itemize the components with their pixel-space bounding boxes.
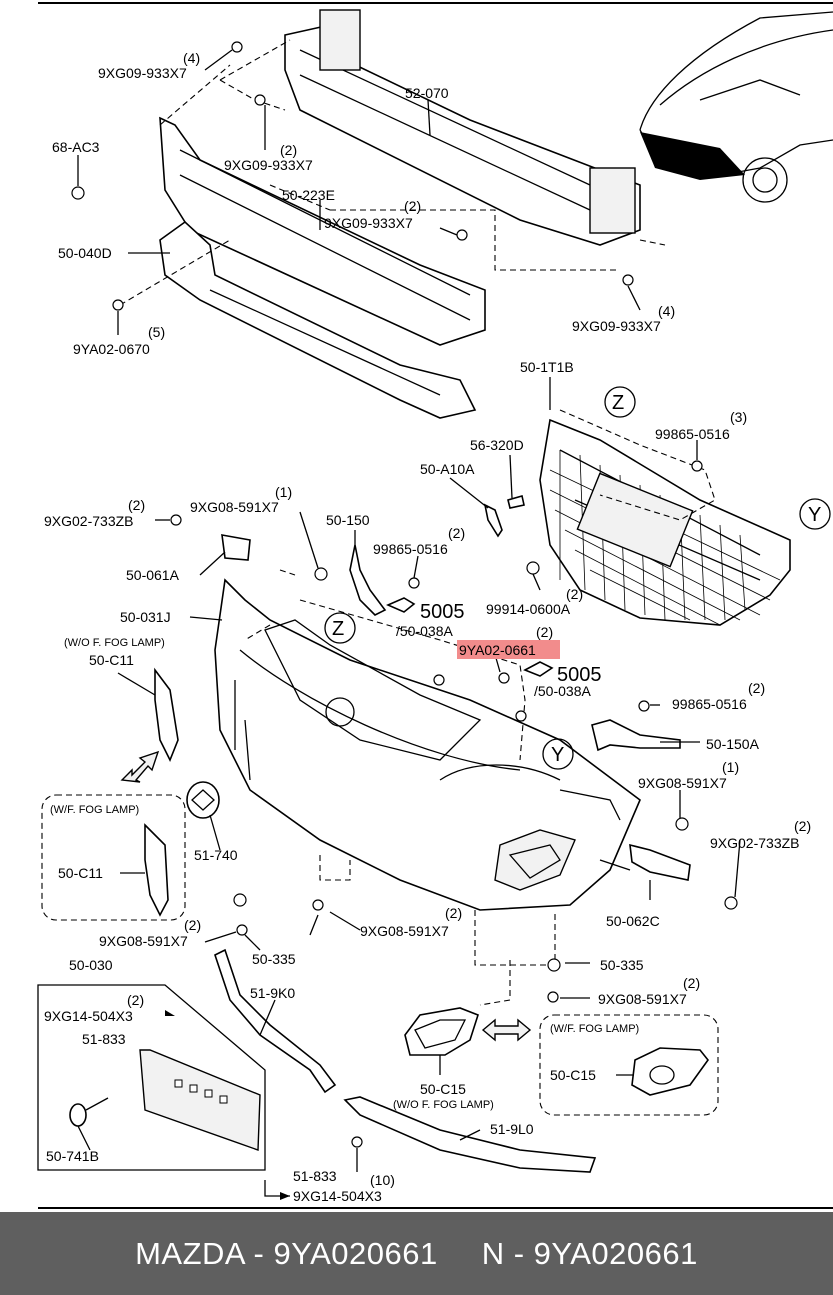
callout-y: Y <box>808 504 821 526</box>
bracket-50-062C <box>629 843 691 881</box>
label-variant: (W/O F. FOG LAMP) <box>393 1099 494 1111</box>
label-part-number: 52-070 <box>405 85 449 101</box>
label-part-number: 9XG02-733ZB <box>44 513 134 529</box>
label-part-number: /50-038A <box>396 623 453 639</box>
label-part-number: 9XG14-504X3 <box>293 1188 382 1204</box>
label-qty: (2) <box>448 525 465 541</box>
bracket-50-150A <box>591 719 681 752</box>
label-part-number: 50-150 <box>326 512 370 528</box>
label-part-number: 50-1T1B <box>520 359 574 375</box>
label-part-number: 99865-0516 <box>672 696 747 712</box>
bumper-reinforcement <box>284 9 641 246</box>
label-qty: (2) <box>280 142 297 158</box>
label-part-number: 56-320D <box>470 437 524 453</box>
callout-z: Z <box>612 392 624 414</box>
label-highlighted-part: 9YA02-0661 <box>459 642 536 658</box>
label-part-number: 51-833 <box>293 1168 337 1184</box>
label-qty: (2) <box>184 917 201 933</box>
fog-bezel-left <box>144 667 710 1096</box>
callout-z: Z <box>332 618 344 640</box>
label-part-number: 50-C15 <box>420 1081 466 1097</box>
label-part-number: 9XG08-591X7 <box>360 923 449 939</box>
label-qty: (4) <box>183 50 200 66</box>
label-part-number: 50-741B <box>46 1148 99 1164</box>
label-part-number: 50-C11 <box>58 865 103 881</box>
lower-bracket <box>159 220 477 419</box>
label-variant: (W/F. FOG LAMP) <box>50 804 139 816</box>
label-part-number: 9XG09-933X7 <box>98 65 187 81</box>
lower-garnish-51-9L0 <box>343 1096 597 1173</box>
highlight-box <box>457 640 560 659</box>
label-part-number: 99865-0516 <box>373 541 448 557</box>
part-labels: (4) 9XG09-933X7 52-070 68-AC3 (2) 9XG09-… <box>44 50 821 1204</box>
bracket-50-061A <box>221 534 251 561</box>
label-part-number: 50-A10A <box>420 461 475 477</box>
footer-left-text: MAZDA - 9YA020661 <box>135 1235 438 1271</box>
label-clip: 5005 <box>420 601 465 623</box>
label-part-number: 9XG09-933X7 <box>224 157 313 173</box>
label-qty: (10) <box>370 1172 395 1188</box>
label-qty: (2) <box>404 198 421 214</box>
emblem <box>186 781 220 819</box>
label-part-number: 9XG08-591X7 <box>598 991 687 1007</box>
footer-right-text: N - 9YA020661 <box>481 1235 698 1271</box>
label-part-number: 51-833 <box>82 1031 126 1047</box>
label-part-number: /50-038A <box>534 683 591 699</box>
label-part-number: 51-9L0 <box>490 1121 534 1137</box>
vehicle-illustration <box>639 11 833 203</box>
label-part-number: 9XG08-591X7 <box>99 933 188 949</box>
label-variant: (W/O F. FOG LAMP) <box>64 637 165 649</box>
label-part-number: 51-740 <box>194 847 238 863</box>
wf-fog-lamp-box-right <box>539 1014 719 1116</box>
label-qty: (2) <box>536 624 553 640</box>
label-qty: (1) <box>275 484 292 500</box>
radiator-grille <box>539 418 791 626</box>
label-part-number: 68-AC3 <box>52 139 100 155</box>
label-part-number: 99914-0600A <box>486 601 571 617</box>
label-part-number: 50-031J <box>120 609 171 625</box>
label-qty: (2) <box>445 905 462 921</box>
label-part-number: 51-9K0 <box>250 985 295 1001</box>
label-part-number: 50-C15 <box>550 1067 596 1083</box>
label-qty: (2) <box>566 586 583 602</box>
label-qty: (2) <box>748 680 765 696</box>
label-part-number: 50-150A <box>706 736 760 752</box>
label-qty: (3) <box>730 409 747 425</box>
label-part-number: 9XG02-733ZB <box>710 835 800 851</box>
label-part-number: 50-C11 <box>89 652 134 668</box>
label-part-number: 50-061A <box>126 567 180 583</box>
label-part-number: 50-223E <box>282 187 335 203</box>
label-part-number: 9XG09-933X7 <box>324 215 413 231</box>
bracket-50-150 <box>349 544 387 616</box>
label-part-number: 50-335 <box>600 957 644 973</box>
label-qty: (2) <box>683 975 700 991</box>
label-qty: (5) <box>148 324 165 340</box>
label-part-number: 9XG08-591X7 <box>190 499 279 515</box>
callout-y: Y <box>551 744 564 766</box>
lower-garnish-51-9K0 <box>214 948 337 1094</box>
front-bumper-cover <box>214 578 641 911</box>
label-qty: (1) <box>722 759 739 775</box>
license-plate-bracket <box>139 1049 261 1151</box>
label-qty: (4) <box>658 303 675 319</box>
label-qty: (2) <box>127 992 144 1008</box>
label-part-number: 50-040D <box>58 245 112 261</box>
label-qty: (2) <box>794 818 811 834</box>
label-qty: (2) <box>128 497 145 513</box>
label-part-number: 9XG08-591X7 <box>638 775 727 791</box>
label-part-number: 50-335 <box>252 951 296 967</box>
energy-absorber <box>159 116 486 346</box>
label-variant: (W/F. FOG LAMP) <box>550 1023 639 1035</box>
part-number-footer: MAZDA - 9YA020661 N - 9YA020661 <box>0 1212 833 1295</box>
label-clip: 5005 <box>557 664 602 686</box>
label-part-number: 9XG09-933X7 <box>572 318 661 334</box>
label-part-number: 9XG14-504X3 <box>44 1008 133 1024</box>
label-part-number: 9YA02-0670 <box>73 341 150 357</box>
label-part-number: 99865-0516 <box>655 426 730 442</box>
label-part-number: 50-062C <box>606 913 660 929</box>
parts-diagram: (4) 9XG09-933X7 52-070 68-AC3 (2) 9XG09-… <box>37 2 833 1209</box>
label-part-number: 50-030 <box>69 957 113 973</box>
wf-fog-lamp-box-left <box>41 794 186 921</box>
